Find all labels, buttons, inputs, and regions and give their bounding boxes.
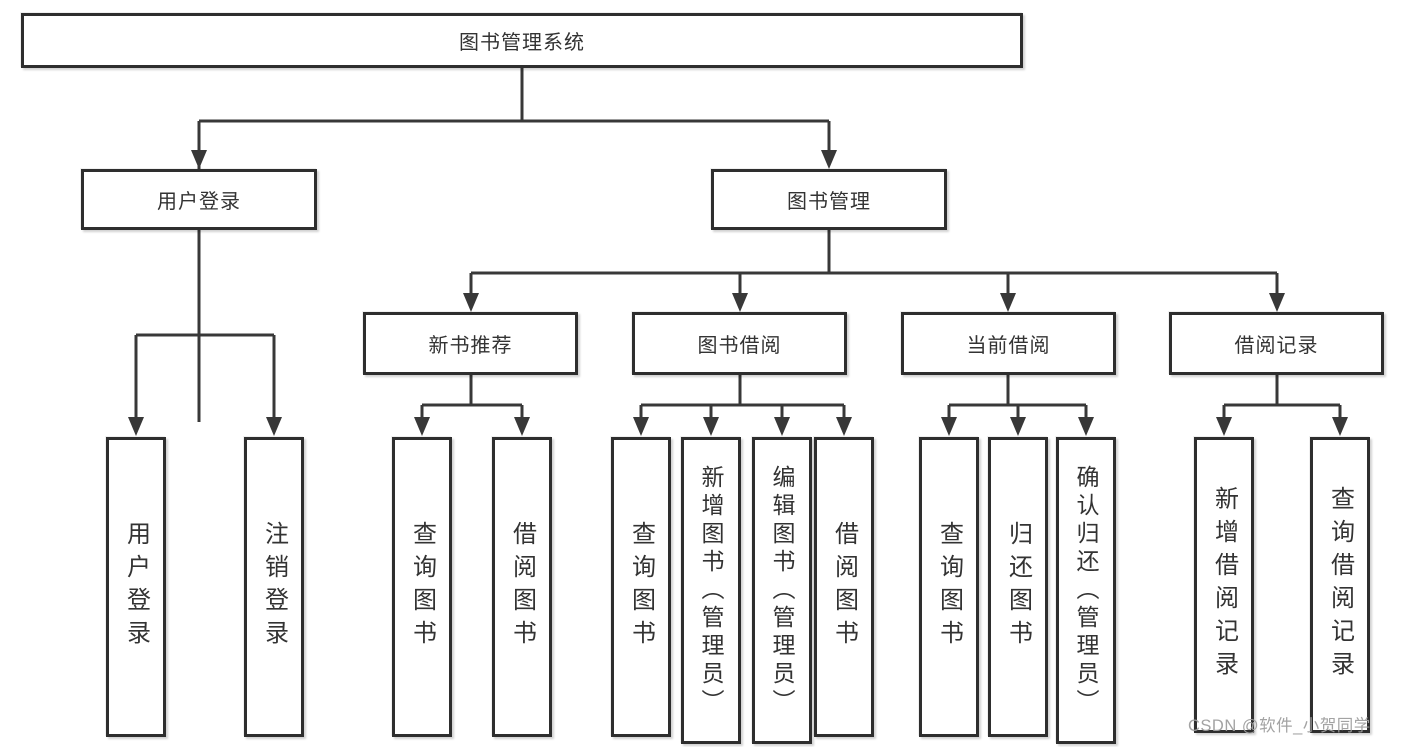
leaf-node-add-borrow-record: 新增借阅记录: [1194, 437, 1254, 733]
level3-node-borrow-record: 借阅记录: [1169, 312, 1384, 375]
level2-node-book-management: 图书管理: [711, 169, 947, 230]
leaf-node-return-books: 归还图书: [988, 437, 1048, 737]
root-node-library-management-system: 图书管理系统: [21, 13, 1023, 68]
leaf-node-label: 编辑图书（管理员）: [769, 464, 795, 717]
leaf-node-label: 注销登录: [260, 521, 288, 653]
leaf-node-label: 查询借阅记录: [1326, 486, 1354, 684]
leaf-node-logout: 注销登录: [244, 437, 304, 737]
leaf-node-label: 借阅图书: [508, 521, 536, 653]
root-node-label: 图书管理系统: [459, 32, 585, 54]
leaf-node-borrow-books: 借阅图书: [814, 437, 874, 737]
level3-node-label: 借阅记录: [1234, 335, 1319, 357]
leaf-node-label: 查询图书: [627, 521, 655, 653]
leaf-node-label: 归还图书: [1004, 521, 1032, 653]
leaf-node-label: 查询图书: [408, 521, 436, 653]
leaf-node-query-borrow-record: 查询借阅记录: [1310, 437, 1370, 733]
leaf-node-confirm-return-admin: 确认归还（管理员）: [1056, 437, 1116, 744]
leaf-node-label: 新增图书（管理员）: [698, 464, 724, 717]
leaf-node-query-books-recommend: 查询图书: [392, 437, 452, 737]
level2-node-user-login: 用户登录: [81, 169, 317, 230]
level3-node-current-borrow: 当前借阅: [901, 312, 1116, 375]
level2-node-label: 用户登录: [157, 191, 241, 213]
leaf-node-query-books-borrow: 查询图书: [611, 437, 671, 737]
csdn-watermark: CSDN @软件_小贺同学: [1188, 717, 1371, 735]
leaf-node-query-books-current: 查询图书: [919, 437, 979, 737]
leaf-node-edit-books-admin: 编辑图书（管理员）: [752, 437, 812, 744]
level3-node-label: 图书借阅: [697, 335, 782, 357]
leaf-node-label: 借阅图书: [830, 521, 858, 653]
leaf-node-label: 确认归还（管理员）: [1073, 464, 1099, 717]
level3-node-label: 当前借阅: [966, 335, 1051, 357]
leaf-node-user-login: 用户登录: [106, 437, 166, 737]
leaf-node-label: 查询图书: [935, 521, 963, 653]
arrowheads: [128, 150, 1348, 436]
level2-node-label: 图书管理: [787, 191, 871, 213]
leaf-node-label: 用户登录: [122, 521, 150, 653]
leaf-node-label: 新增借阅记录: [1210, 486, 1238, 684]
level3-node-label: 新书推荐: [428, 335, 513, 357]
level3-node-new-book-recommend: 新书推荐: [363, 312, 578, 375]
leaf-node-add-books-admin: 新增图书（管理员）: [681, 437, 741, 744]
leaf-node-borrow-books-recommend: 借阅图书: [492, 437, 552, 737]
level3-node-book-borrow: 图书借阅: [632, 312, 847, 375]
